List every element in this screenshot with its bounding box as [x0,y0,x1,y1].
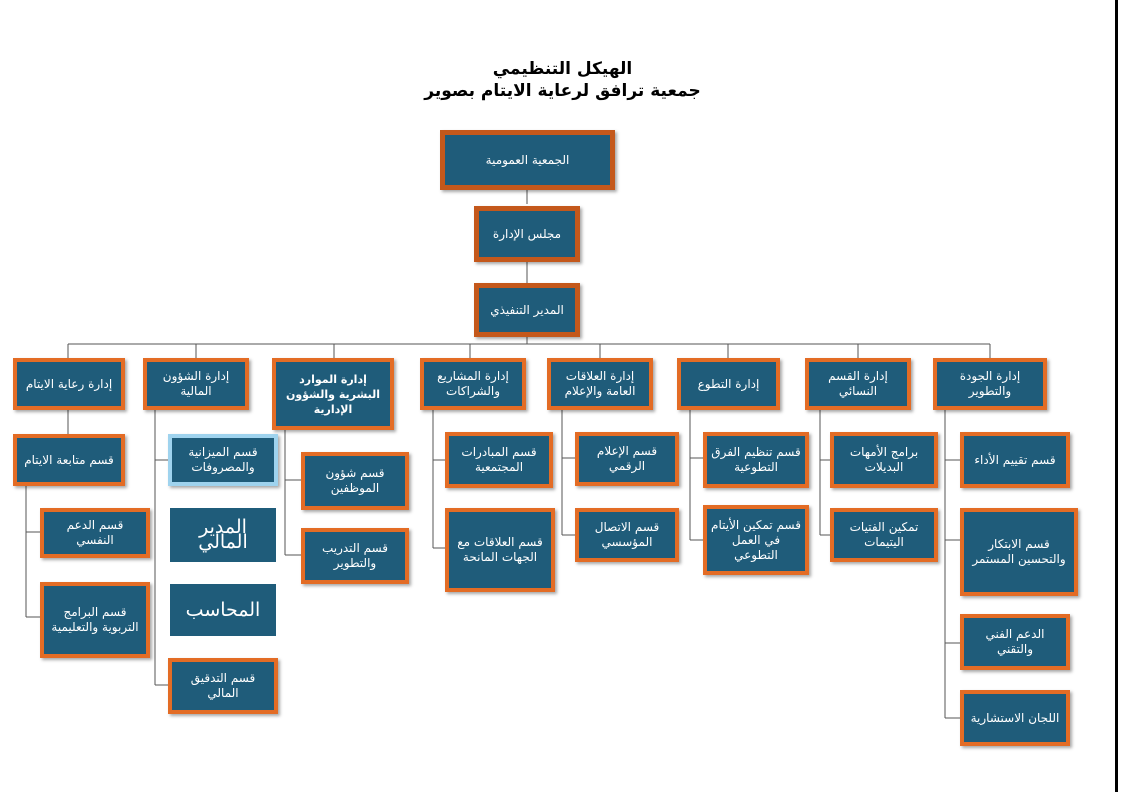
section-substitute-mothers: برامج الأمهات البديلات [830,432,938,488]
executive-director-box: المدير التنفيذي [474,283,580,337]
general-assembly-box: الجمعية العمومية [440,130,615,190]
section-innovation: قسم الابتكار والتحسين المستمر [960,508,1078,596]
section-financial-audit: قسم التدقيق المالي [168,658,278,714]
section-orphan-girls-empowerment: تمكين الفتيات اليتيمات [830,508,938,562]
section-institutional-communication: قسم الاتصال المؤسسي [575,508,679,562]
page-border [1115,0,1118,792]
dept-women-section: إدارة القسم النسائي [805,358,911,410]
dept-orphan-care: إدارة رعاية الايتام [13,358,125,410]
title-line-1: الهيكل التنظيمي [492,59,633,79]
dept-finance: إدارة الشؤون المالية [143,358,249,410]
board-of-directors-box: مجلس الإدارة [474,206,580,262]
title-line-2: جمعية ترافق لرعاية الايتام بصوير [424,81,701,101]
dept-hr-admin: إدارة الموارد البشرية والشؤون الإدارية [272,358,394,430]
dept-public-relations: إدارة العلاقات العامة والإعلام [547,358,653,410]
section-donor-relations: قسم العلاقات مع الجهات المانحة [445,508,555,592]
section-training-development: قسم التدريب والتطوير [301,528,409,584]
chart-title: الهيكل التنظيمي جمعية ترافق لرعاية الايت… [0,58,1125,102]
section-technical-support: الدعم الفني والتقني [960,614,1070,670]
section-advisory-committees: اللجان الاستشارية [960,690,1070,746]
section-performance-evaluation: قسم تقييم الأداء [960,432,1070,488]
dept-volunteering: إدارة التطوع [677,358,780,410]
section-staff-affairs: قسم شؤون الموظفين [301,452,409,510]
accountant-box: المحاسب [170,584,276,636]
dept-quality: إدارة الجودة والتطوير [933,358,1047,410]
section-educational-programs: قسم البرامج التربوية والتعليمية [40,582,150,658]
dept-projects: إدارة المشاريع والشراكات [420,358,526,410]
section-budget-expenses: قسم الميزانية والمصروفات [168,434,278,486]
section-community-initiatives: قسم المبادرات المجتمعية [445,432,553,488]
financial-manager-box: المدير المالي [170,508,276,562]
section-digital-media: قسم الإعلام الرقمي [575,432,679,486]
section-orphan-volunteer-empowerment: قسم تمكين الأيتام في العمل التطوعي [703,505,809,575]
section-orphan-follow-up: قسم متابعة الايتام [13,434,125,486]
section-psychological-support: قسم الدعم النفسي [40,508,150,558]
section-volunteer-teams: قسم تنظيم الفرق التطوعية [703,432,809,488]
